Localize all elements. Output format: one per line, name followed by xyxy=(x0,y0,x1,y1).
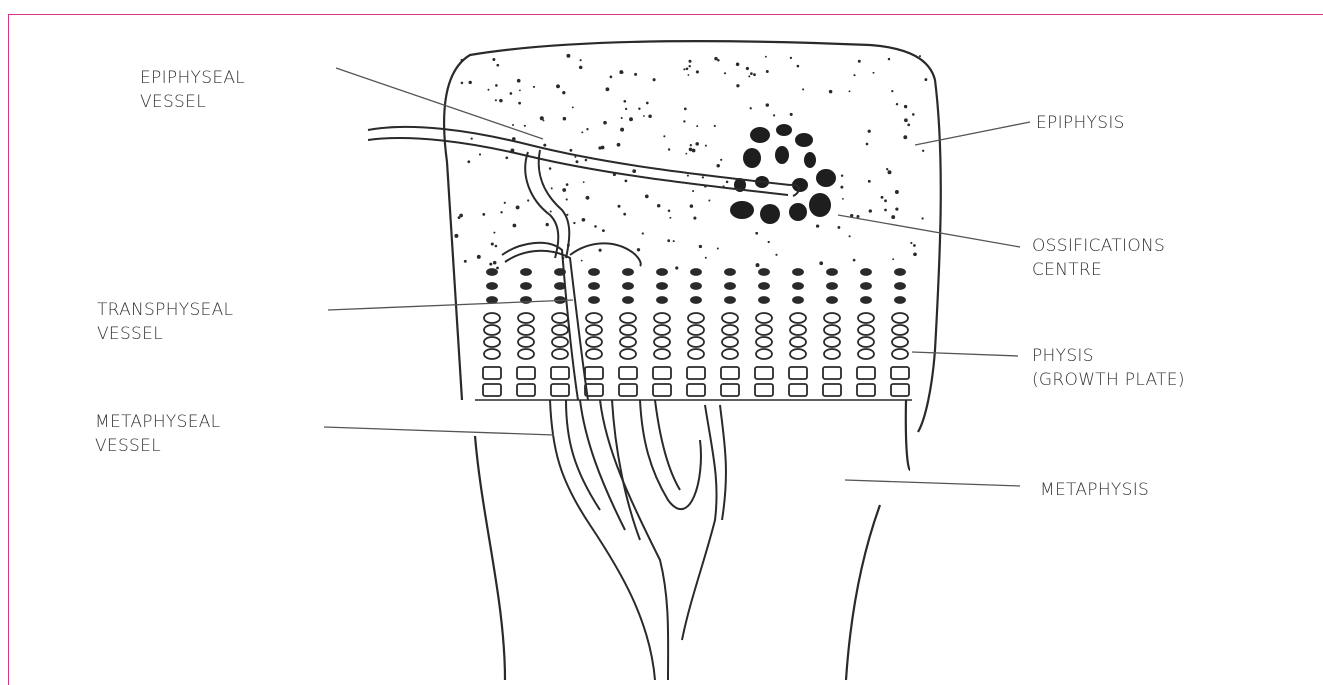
epiphyseal-vessel xyxy=(368,127,799,258)
diaphysis-right-outline xyxy=(846,505,880,680)
leader-lines xyxy=(324,68,1030,486)
transphyseal-vessel xyxy=(502,243,641,400)
label-metaphyseal-vessel: METAPHYSEAL VESSEL xyxy=(95,410,220,458)
physis-cell-columns xyxy=(475,269,912,400)
label-epiphysis: EPIPHYSIS xyxy=(1036,111,1125,135)
metaphyseal-vessels xyxy=(550,400,726,680)
metaphysis-left-outline xyxy=(475,436,505,680)
label-ossification-centre: OSSIFICATIONS CENTRE xyxy=(1032,234,1165,282)
epiphysis-left-side xyxy=(447,162,462,400)
leader-ossification-centre xyxy=(838,215,1020,247)
leader-transphyseal-vessel xyxy=(328,300,573,310)
leader-metaphysis xyxy=(845,480,1020,486)
leader-metaphyseal-vessel xyxy=(324,427,554,435)
metaphysis-right-outline xyxy=(906,400,910,470)
label-physis: PHYSIS (GROWTH PLATE) xyxy=(1032,344,1185,392)
epiphysis-outline xyxy=(444,41,941,432)
leader-physis xyxy=(912,352,1018,356)
ossification-centre xyxy=(730,124,836,224)
leader-epiphysis xyxy=(915,122,1030,145)
label-epiphyseal-vessel: EPIPHYSEAL VESSEL xyxy=(140,66,245,114)
label-metaphysis: METAPHYSIS xyxy=(1040,478,1149,502)
label-transphyseal-vessel: TRANSPHYSEAL VESSEL xyxy=(97,298,233,346)
